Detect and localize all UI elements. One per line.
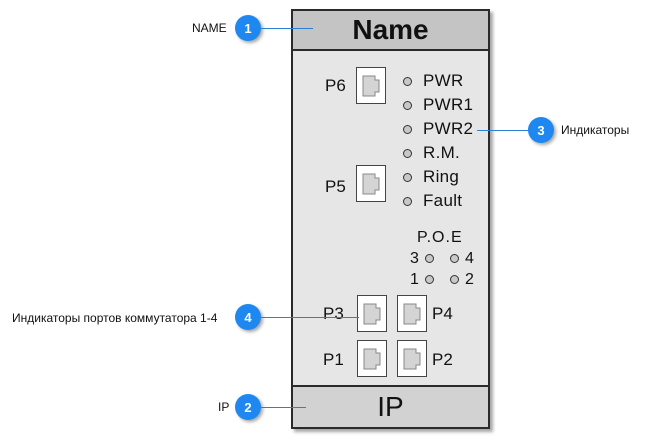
- ethernet-port-icon: [363, 303, 381, 324]
- led-icon: [403, 172, 412, 182]
- callout-4-leader: [261, 317, 359, 318]
- port-p3[interactable]: [357, 295, 387, 332]
- callout-2-leader: [261, 407, 306, 408]
- device-name-header[interactable]: Name: [293, 11, 488, 51]
- led-icon: [403, 76, 412, 86]
- port-label-p1: P1: [323, 350, 344, 369]
- device-ip-footer[interactable]: IP: [293, 385, 488, 427]
- port-label-p4: P4: [432, 304, 453, 323]
- callout-1-leader: [261, 28, 313, 29]
- callout-3-text: Индикаторы: [561, 123, 630, 137]
- callout-3-badge[interactable]: 3: [528, 117, 554, 143]
- callout-3-leader: [477, 130, 529, 131]
- callout-2-text: IP: [218, 400, 230, 414]
- poe-led-3-icon: [425, 254, 434, 263]
- poe-title: P.O.E: [417, 229, 463, 246]
- port-p4[interactable]: [397, 295, 427, 332]
- port-p1[interactable]: [357, 340, 387, 377]
- port-label-p3: P3: [323, 304, 344, 323]
- led-icon: [403, 124, 412, 134]
- poe-number-2: 2: [465, 271, 474, 288]
- device-panel: Name P6 P5 PWR PWR1 PWR2 R.M.: [291, 9, 490, 429]
- poe-number-1: 1: [410, 271, 419, 288]
- ethernet-port-icon: [403, 303, 421, 324]
- callout-1-text: NAME: [192, 21, 227, 35]
- poe-number-4: 4: [465, 250, 474, 267]
- status-indicators: PWR PWR1 PWR2 R.M. Ring Fault: [403, 69, 473, 213]
- callout-4-text: Индикаторы портов коммутатора 1-4: [12, 311, 218, 325]
- poe-number-3: 3: [410, 250, 419, 267]
- indicator-pwr2: PWR2: [403, 117, 473, 141]
- led-icon: [403, 100, 412, 110]
- indicator-fault: Fault: [403, 189, 473, 213]
- indicator-pwr: PWR: [403, 69, 473, 93]
- ethernet-port-icon: [362, 75, 380, 96]
- indicator-rm: R.M.: [403, 141, 473, 165]
- port-p2[interactable]: [397, 340, 427, 377]
- led-icon: [403, 196, 412, 206]
- callout-2-badge[interactable]: 2: [235, 394, 261, 420]
- port-p5[interactable]: [356, 165, 386, 202]
- poe-led-2-icon: [450, 275, 459, 284]
- indicator-ring: Ring: [403, 165, 473, 189]
- poe-led-4-icon: [450, 254, 459, 263]
- callout-1-badge[interactable]: 1: [235, 15, 261, 41]
- callout-4-badge[interactable]: 4: [235, 304, 261, 330]
- ethernet-port-icon: [363, 348, 381, 369]
- poe-led-1-icon: [425, 275, 434, 284]
- led-icon: [403, 148, 412, 158]
- port-label-p5: P5: [325, 177, 346, 196]
- indicator-pwr1: PWR1: [403, 93, 473, 117]
- port-label-p2: P2: [432, 350, 453, 369]
- port-p6[interactable]: [356, 67, 386, 104]
- port-label-p6: P6: [325, 76, 346, 95]
- ethernet-port-icon: [403, 348, 421, 369]
- ethernet-port-icon: [362, 173, 380, 194]
